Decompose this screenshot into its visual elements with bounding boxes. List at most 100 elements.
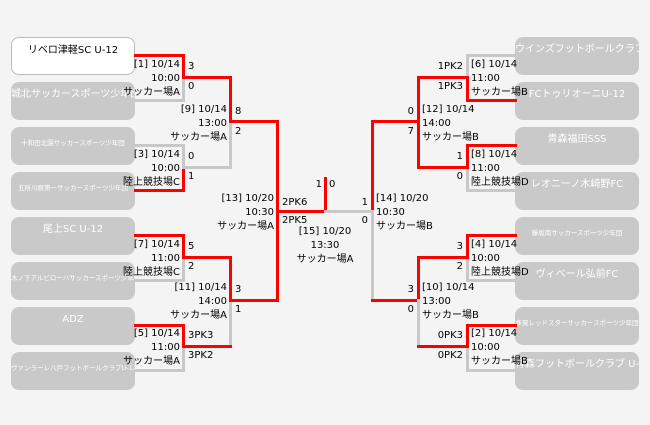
match-score: 0 bbox=[407, 304, 414, 315]
bracket-line bbox=[466, 279, 517, 282]
team-box-right[interactable]: レオニーノ木崎野FC bbox=[515, 172, 639, 210]
match-venue: サッカー場A bbox=[123, 356, 180, 367]
bracket-line bbox=[371, 210, 374, 302]
bracket-line bbox=[466, 54, 469, 79]
winner-bracket-line bbox=[134, 54, 185, 57]
match-score: 0 bbox=[407, 106, 414, 117]
match-date: [14] 10/20 bbox=[376, 193, 429, 204]
winner-bracket-line bbox=[182, 166, 185, 192]
match-score: 5 bbox=[188, 241, 195, 252]
match-venue: サッカー場B bbox=[471, 87, 528, 98]
match-time: 10:00 bbox=[151, 163, 180, 174]
match-date: [2] 10/14 bbox=[471, 328, 518, 339]
bracket-line bbox=[134, 99, 185, 102]
bracket-line bbox=[134, 144, 185, 147]
bracket-line bbox=[182, 166, 232, 169]
winner-bracket-line bbox=[134, 189, 185, 192]
match-venue: サッカー場A bbox=[170, 310, 227, 321]
team-box-right[interactable]: FCトゥリオーニU-12 bbox=[515, 82, 639, 120]
winner-bracket-line bbox=[276, 210, 327, 213]
team-box-right[interactable]: 多賀レッドスターサッカースポーツ少年団 bbox=[515, 307, 639, 345]
winner-bracket-line bbox=[182, 234, 185, 259]
bracket-line bbox=[417, 299, 420, 348]
match-score: 2PK5 bbox=[282, 215, 308, 226]
winner-bracket-line bbox=[417, 166, 469, 169]
match-venue: サッカー場A bbox=[217, 221, 274, 232]
winner-bracket-line bbox=[466, 234, 469, 259]
bracket-line bbox=[182, 345, 185, 372]
winner-bracket-line bbox=[371, 120, 420, 123]
winner-bracket-line bbox=[229, 299, 279, 302]
team-box-left[interactable]: 十和田北園サッカースポーツ少年団 bbox=[11, 127, 135, 165]
winner-bracket-line bbox=[417, 256, 469, 259]
match-time: 14:00 bbox=[198, 296, 227, 307]
match-score: 1PK3 bbox=[437, 81, 463, 92]
match-time: 14:00 bbox=[422, 118, 451, 129]
team-box-left[interactable]: 尾上SC U-12 bbox=[11, 217, 135, 255]
match-venue: 陸上競技場D bbox=[471, 177, 529, 188]
match-date: [9] 10/14 bbox=[180, 104, 227, 115]
match-score: 7 bbox=[407, 126, 414, 137]
team-box-left[interactable]: 木ノ下アルビローハサッカースポーツ少年団 bbox=[11, 262, 135, 300]
match-score: 1PK2 bbox=[437, 61, 463, 72]
bracket-line bbox=[134, 279, 185, 282]
bracket-line bbox=[466, 166, 469, 192]
winner-bracket-line bbox=[182, 256, 232, 259]
team-box-right[interactable]: 青森フットボールクラブ U-12 bbox=[515, 352, 639, 390]
match-time: 10:30 bbox=[376, 207, 405, 218]
match-date: [5] 10/14 bbox=[133, 328, 180, 339]
winner-bracket-line bbox=[417, 76, 469, 79]
match-score: 2 bbox=[188, 261, 195, 272]
match-date: [12] 10/14 bbox=[422, 104, 475, 115]
match-score: 2 bbox=[235, 126, 242, 137]
winner-bracket-line bbox=[466, 76, 469, 102]
winner-bracket-line bbox=[417, 256, 420, 302]
winner-bracket-line bbox=[229, 76, 232, 123]
final-date: [15] 10/20 bbox=[298, 226, 352, 237]
match-time: 11:00 bbox=[151, 342, 180, 353]
match-venue: サッカー場B bbox=[422, 132, 479, 143]
match-venue: サッカー場A bbox=[170, 132, 227, 143]
bracket-line bbox=[466, 256, 469, 282]
match-venue: サッカー場B bbox=[422, 310, 479, 321]
match-date: [10] 10/14 bbox=[422, 282, 475, 293]
match-score: 3 bbox=[235, 284, 242, 295]
match-score: 0PK3 bbox=[437, 330, 463, 341]
winner-bracket-line bbox=[466, 324, 469, 348]
team-box-right[interactable]: ウインズフットボールクラブ U-12 bbox=[515, 37, 639, 75]
team-box-left[interactable]: 五所川原第一サッカースポーツ少年団 bbox=[11, 172, 135, 210]
bracket-line bbox=[229, 120, 232, 169]
match-score: 0PK2 bbox=[437, 350, 463, 361]
winner-bracket-line bbox=[466, 99, 517, 102]
team-box-right[interactable]: 藤坂南サッカースポーツ少年団 bbox=[515, 217, 639, 255]
match-date: [8] 10/14 bbox=[471, 149, 518, 160]
winner-bracket-line bbox=[466, 144, 517, 147]
match-date: [4] 10/14 bbox=[471, 239, 518, 250]
team-box-left[interactable]: 城北サッカースポーツ少年団 bbox=[11, 82, 135, 120]
match-venue: サッカー場A bbox=[123, 87, 180, 98]
match-date: [13] 10/20 bbox=[221, 193, 274, 204]
match-time: 10:00 bbox=[471, 342, 500, 353]
team-box-left[interactable]: ADZ bbox=[11, 307, 135, 345]
bracket-line bbox=[182, 144, 185, 169]
match-date: [6] 10/14 bbox=[471, 59, 518, 70]
match-score: 2PK6 bbox=[282, 197, 308, 208]
winner-bracket-line bbox=[134, 324, 185, 327]
match-venue: サッカー場B bbox=[471, 356, 528, 367]
team-box-left[interactable]: リベロ津軽SC U-12 bbox=[11, 37, 135, 75]
team-box-right[interactable]: ヴィベール弘前FC bbox=[515, 262, 639, 300]
match-time: 10:30 bbox=[245, 207, 274, 218]
team-box-right[interactable]: 青森福田SSS bbox=[515, 127, 639, 165]
match-score: 8 bbox=[235, 106, 242, 117]
match-time: 10:00 bbox=[151, 73, 180, 84]
winner-bracket-line bbox=[229, 256, 232, 302]
match-score: 0 bbox=[456, 171, 463, 182]
bracket-line bbox=[466, 189, 517, 192]
match-score: 2 bbox=[456, 261, 463, 272]
winner-bracket-line bbox=[134, 234, 185, 237]
team-box-left[interactable]: ヴァンラーレ八戸フットボールクラブU-12 bbox=[11, 352, 135, 390]
final-venue: サッカー場A bbox=[296, 254, 354, 265]
match-score: 1 bbox=[188, 171, 195, 182]
bracket-line bbox=[466, 369, 517, 372]
match-date: [7] 10/14 bbox=[133, 239, 180, 250]
